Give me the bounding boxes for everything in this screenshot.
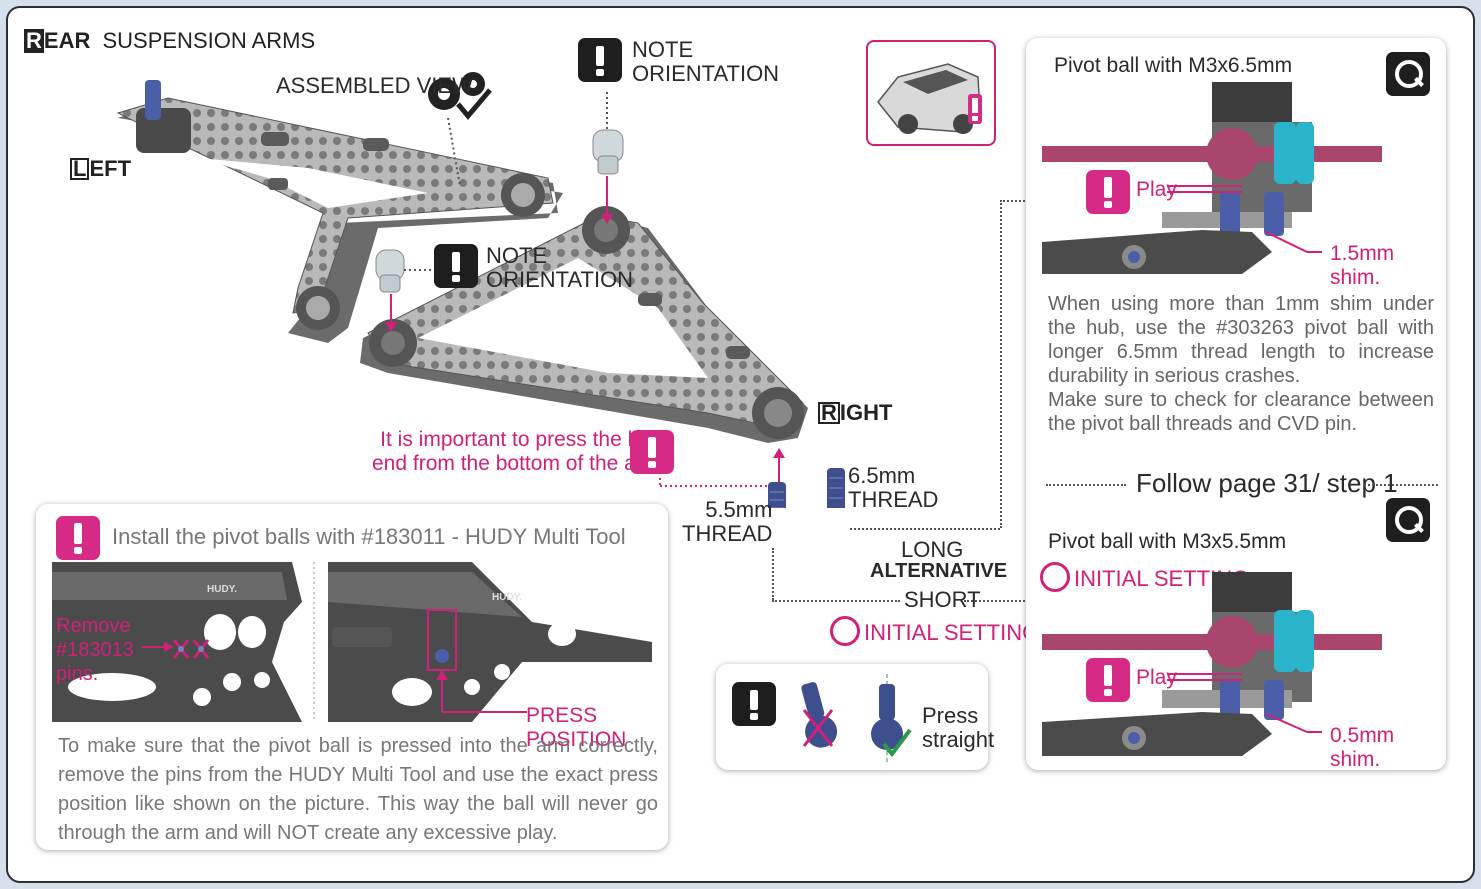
arms-illustration: [116, 72, 845, 508]
leader-short-vertical: [772, 548, 774, 600]
assembled-view-label: ASSEMBLED VIEW: [276, 73, 473, 98]
rear-rest: EAR: [43, 28, 91, 53]
rear-initial: R: [24, 28, 44, 53]
short-label: SHORT: [904, 587, 981, 612]
press-bottom-note: It is important to press the ball end fr…: [372, 428, 661, 475]
warning-icon: [1086, 658, 1130, 702]
shim-label-top: 1.5mm shim.: [1330, 242, 1395, 289]
check-circle-icon: [830, 616, 860, 646]
brand-text: HUDY.: [207, 584, 237, 595]
car-thumbnail: [866, 40, 996, 146]
magnifier-icon: [1386, 52, 1430, 96]
hub-diagram-bottom: [1042, 572, 1382, 756]
thread-long-label: 6.5mm THREAD: [848, 463, 939, 512]
leader-long-vertical: [1000, 200, 1002, 528]
shim-label-bottom: 0.5mm shim.: [1330, 724, 1395, 771]
initial-setting-center: INITIAL SETTING: [830, 616, 1039, 646]
note-orientation-mid: NOTE ORIENTATION: [486, 243, 634, 292]
hub-diagram-top: [1042, 82, 1382, 274]
lower-arm: [360, 206, 808, 443]
play-label-top: Play: [1136, 178, 1177, 201]
alternative-label: ALTERNATIVE: [870, 560, 1008, 582]
tool-card-body: To make sure that the pivot ball is pres…: [58, 735, 658, 844]
upper-arm: [116, 80, 563, 343]
instruction-page: REAR SUSPENSION ARMS: [6, 6, 1475, 883]
tool-card: Install the pivot balls with #183011 - H…: [36, 504, 668, 850]
bottom-pivot-title: Pivot ball with M3x5.5mm: [1048, 530, 1287, 553]
follow-rule-right: [1364, 484, 1438, 486]
leader-long: [850, 528, 1000, 530]
brand-text: HUDY.: [492, 592, 522, 603]
pivot-info-card: Pivot ball with M3x6.5mm Play 1.5mm shim…: [1026, 38, 1446, 771]
press-straight-text: Press straight: [922, 703, 995, 752]
check-circle-icon: [1040, 562, 1070, 592]
leader-long-top: [1000, 200, 1028, 202]
tool-card-title: Install the pivot balls with #183011 - H…: [112, 524, 626, 549]
top-pivot-title: Pivot ball with M3x6.5mm: [1054, 54, 1293, 77]
follow-rule-left: [1046, 484, 1126, 486]
warning-icon: [1086, 170, 1130, 214]
pivot-post: [145, 80, 161, 120]
section-title: SUSPENSION ARMS: [102, 28, 316, 53]
press-straight-card: Press straight: [716, 664, 994, 770]
follow-page: Follow page 31/ step 1: [1136, 468, 1398, 498]
magnifier-icon: [1386, 498, 1430, 542]
note-icon: [578, 38, 622, 82]
pivot-ball-note-upper: [592, 129, 624, 224]
long-label: LONG: [901, 537, 964, 562]
para-long-pivot: When using more than 1mm shim under the …: [1048, 293, 1434, 387]
warning-icon: [56, 516, 100, 560]
leader-short-right: [964, 600, 1028, 602]
press-position-label: PRESS POSITION: [526, 704, 627, 751]
para-clearance: Make sure to check for clearance between…: [1048, 389, 1434, 435]
warning-icon: [630, 430, 674, 474]
thread-short-label: 5.5mm THREAD: [682, 497, 773, 546]
section-header: REAR SUSPENSION ARMS: [24, 28, 315, 54]
pivot-ball-short: [768, 482, 786, 508]
note-icon: [732, 682, 776, 726]
press-straight-illustration: [801, 674, 912, 762]
remove-pins-label: Remove #183013 pins.: [56, 615, 134, 685]
note-orientation-top: NOTE ORIENTATION: [632, 37, 780, 86]
multi-tool-illustration: HUDY. HUDY.: [52, 562, 652, 722]
assembled-gears-icon: [428, 72, 492, 120]
pivot-ball-long: [827, 468, 845, 508]
pivot-ball-note-lower: [375, 249, 405, 332]
leader-short: [772, 600, 900, 602]
play-label-bottom: Play: [1136, 666, 1177, 689]
note-icon: [434, 244, 478, 288]
